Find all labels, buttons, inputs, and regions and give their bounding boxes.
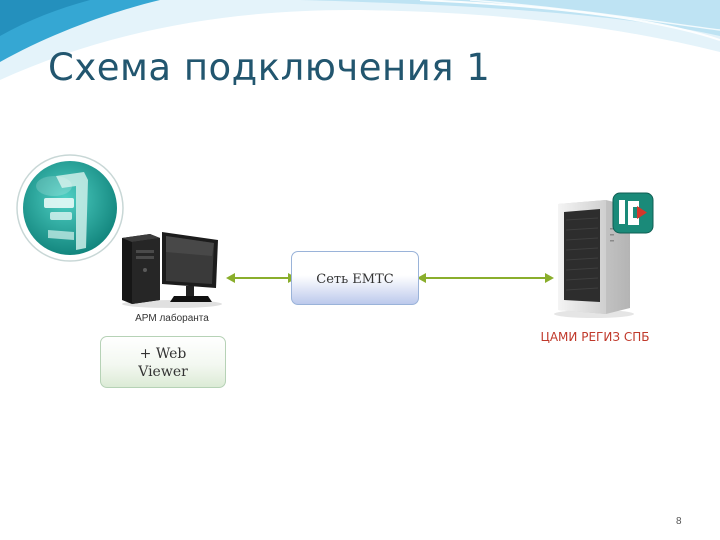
regiz-logo-icon: [612, 192, 654, 234]
web-viewer-line2: Viewer: [138, 364, 188, 380]
server-rack-icon: [554, 200, 634, 318]
server-label: ЦАМИ РЕГИЗ СПБ: [540, 330, 650, 344]
web-viewer-line1: + Web: [139, 346, 187, 362]
network-label: Сеть ЕМТС: [316, 272, 394, 287]
web-viewer-label: + Web Viewer: [101, 345, 225, 381]
header-wave-decoration: [0, 0, 720, 80]
workstation-label: АРМ лаборанта: [135, 313, 209, 324]
mammograph-icon: [16, 154, 124, 262]
network-node-box: Сеть ЕМТС: [291, 251, 419, 305]
page-number: 8: [676, 516, 682, 527]
web-viewer-box: + Web Viewer: [100, 336, 226, 388]
slide-title: Схема подключения 1: [48, 46, 491, 89]
connection-lines: [226, 273, 554, 283]
workstation-computer-icon: [122, 232, 222, 308]
